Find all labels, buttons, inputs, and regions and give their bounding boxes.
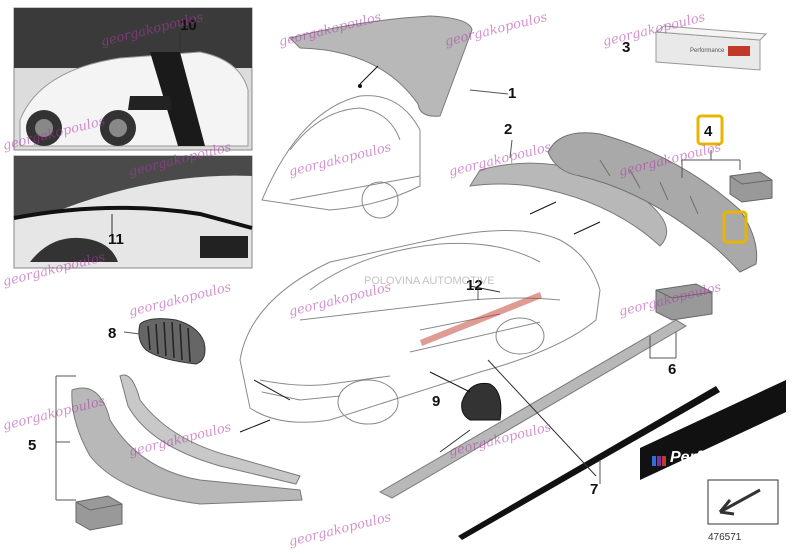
kit-box-label: Performance: [690, 48, 725, 54]
part-box-small-b: [655, 283, 713, 321]
photo-inset-side-stripe: [13, 155, 253, 269]
part-number: 476571: [708, 532, 742, 543]
part-3-kit-box: Performance: [654, 25, 768, 71]
callout-8: 8: [108, 325, 116, 342]
part-box-small-a: [729, 171, 773, 203]
callout-4-highlight: [696, 114, 724, 146]
callout-4: 4: [704, 123, 713, 140]
callout-1: 1: [508, 85, 516, 102]
callout-9: 9: [432, 393, 440, 410]
callout-12: 12: [466, 277, 483, 294]
part-9-mirror-cap: [429, 371, 502, 421]
car-outline-main: [239, 230, 601, 425]
callout-10: 10: [180, 17, 197, 34]
car-outline-rear: [261, 95, 421, 219]
part-5-front-splitters: [55, 374, 303, 505]
decal-text: Performance: [670, 449, 768, 466]
callout-5: 5: [28, 437, 36, 454]
svg-text:georgakopoulos: georgakopoulos: [287, 510, 393, 549]
leader-lines: [111, 32, 597, 477]
svg-text:POLOVINA AUTOMOTIVE: POLOVINA AUTOMOTIVE: [364, 275, 495, 287]
part-12-side-stripe: [420, 290, 542, 346]
part-4-rear-diffuser: [547, 132, 758, 273]
callout-7: 7: [590, 481, 598, 498]
part-1-rear-spoiler: [289, 15, 509, 117]
callout-3: 3: [622, 39, 630, 56]
callout-2: 2: [504, 121, 512, 138]
direction-arrow-icon: [707, 479, 779, 525]
part-7-performance-decal: Performance: [458, 380, 786, 540]
part-box-small-c: [75, 495, 123, 531]
photo-inset-car-stripes: [13, 7, 253, 151]
callout-6: 6: [668, 361, 676, 378]
callout-11: 11: [108, 231, 124, 248]
svg-text:georgakopoulos: georgakopoulos: [287, 140, 393, 180]
svg-text:georgakopoulos: georgakopoulos: [127, 280, 233, 320]
part-8-kidney-grille: [123, 318, 206, 365]
